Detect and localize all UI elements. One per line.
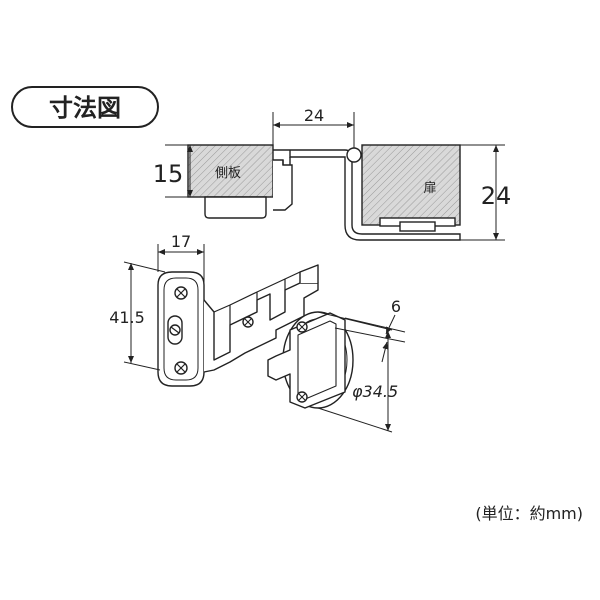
adjust-slot-icon: [167, 315, 183, 345]
hinge-knuckle: [346, 147, 362, 163]
dim-thickness-label: 6: [391, 297, 401, 316]
dim-width-label: 17: [171, 232, 191, 251]
dim-top-label: 24: [304, 106, 324, 125]
unit-note: (単位：約mm): [475, 504, 583, 523]
cup-screw-bottom-icon: [296, 391, 308, 403]
door-label: 扉: [423, 180, 436, 196]
top-section-view: [165, 112, 505, 241]
side-panel-label: 側板: [215, 166, 241, 181]
screw-bottom-icon: [174, 361, 188, 375]
screw-top-icon: [174, 286, 188, 300]
dim-right-label: 24: [481, 182, 512, 210]
arm-screw-icon: [242, 316, 254, 328]
hinge-base-plate: [204, 196, 267, 219]
isometric-view: [123, 244, 406, 433]
side-panel-section: [187, 144, 274, 198]
dim-diameter-label: φ34.5: [352, 382, 398, 401]
cup-screw-top-icon: [296, 321, 308, 333]
title-badge: 寸法図: [11, 86, 159, 128]
dim-height-label: 41.5: [109, 308, 145, 327]
iso-hinge-arm: [203, 282, 319, 373]
door-section: [361, 144, 461, 226]
dim-left-label: 15: [153, 160, 184, 188]
title-text: 寸法図: [49, 94, 121, 122]
